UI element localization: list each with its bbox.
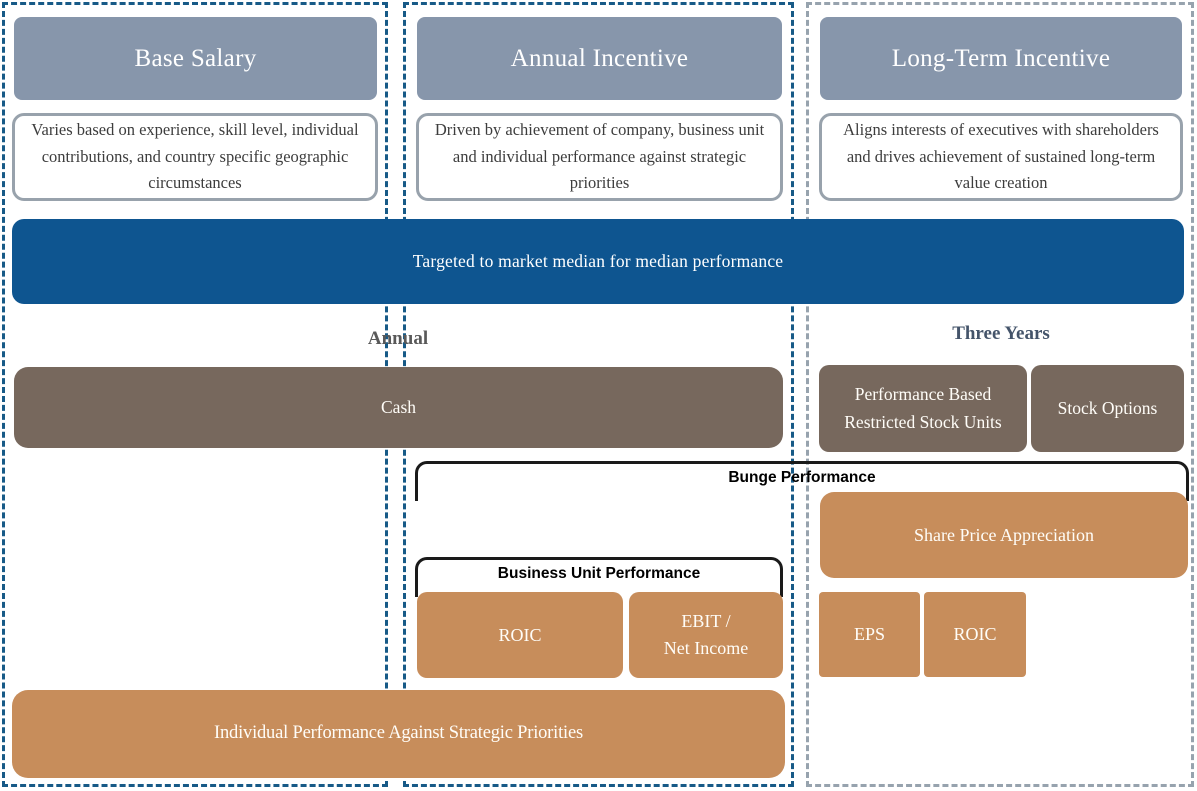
market-median-banner: Targeted to market median for median per… xyxy=(12,219,1184,304)
vehicle-stock-options-box: Stock Options xyxy=(1031,365,1184,452)
business-unit-performance-label: Business Unit Performance xyxy=(497,565,701,582)
header-base-salary: Base Salary xyxy=(14,17,377,100)
panel-long-term-incentive xyxy=(806,2,1194,787)
bunge-performance-bracket: Bunge Performance xyxy=(415,461,1189,501)
header-long-term-incentive: Long-Term Incentive xyxy=(820,17,1182,100)
timeframe-annual-label: Annual xyxy=(367,328,429,349)
vehicle-pbrsu-box: Performance Based Restricted Stock Units xyxy=(819,365,1027,452)
metric-eps-box: EPS xyxy=(819,592,920,677)
metric-individual-performance-box: Individual Performance Against Strategic… xyxy=(12,690,785,778)
business-unit-performance-bracket: Business Unit Performance xyxy=(415,557,783,597)
metric-share-price-appreciation-box: Share Price Appreciation xyxy=(820,492,1188,578)
header-annual-incentive: Annual Incentive xyxy=(417,17,782,100)
metric-long-term-roic-box: ROIC xyxy=(924,592,1026,677)
description-annual-incentive: Driven by achievement of company, busine… xyxy=(416,113,783,201)
metric-ebit-net-income-box: EBIT / Net Income xyxy=(629,592,783,678)
description-base-salary: Varies based on experience, skill level,… xyxy=(12,113,378,201)
timeframe-three-years-label: Three Years xyxy=(952,323,1050,344)
bunge-performance-label: Bunge Performance xyxy=(728,469,876,486)
vehicle-cash-box: Cash xyxy=(14,367,783,448)
metric-business-unit-roic-box: ROIC xyxy=(417,592,623,678)
description-long-term-incentive: Aligns interests of executives with shar… xyxy=(819,113,1183,201)
